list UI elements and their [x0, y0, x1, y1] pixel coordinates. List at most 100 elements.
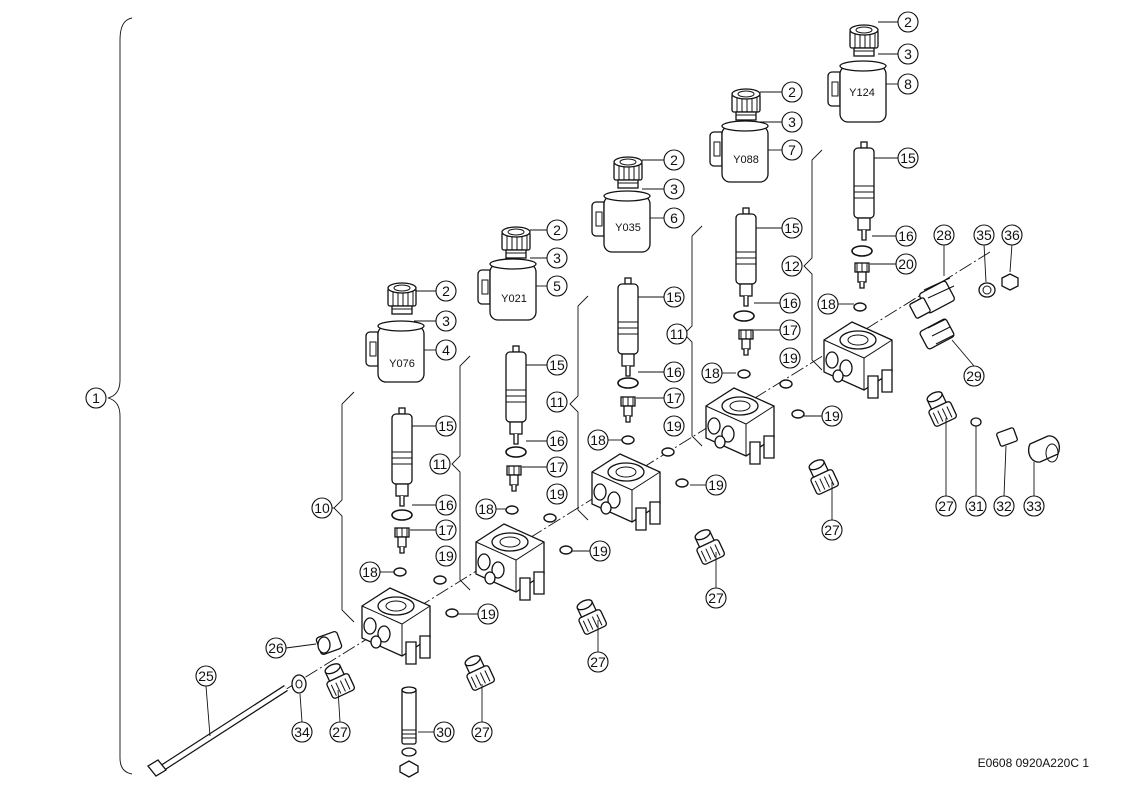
svg-text:4: 4 — [442, 342, 450, 358]
callout-v4-16: 16 — [754, 292, 801, 314]
callout-11b: 11 — [546, 391, 568, 413]
svg-text:18: 18 — [704, 365, 720, 381]
svg-text:19: 19 — [549, 486, 565, 502]
callout-v3-sol: 6 — [650, 207, 685, 229]
callout-v4-27: 27 — [821, 482, 843, 541]
svg-text:18: 18 — [362, 564, 378, 580]
callout-28: 28 — [933, 224, 955, 276]
svg-text:27: 27 — [590, 654, 606, 670]
svg-text:19: 19 — [782, 350, 798, 366]
callout-v2-18: 18 — [475, 498, 506, 520]
svg-text:27: 27 — [708, 590, 724, 606]
callout-v5-27: 27 — [935, 418, 957, 517]
callout-v2-27: 27 — [587, 620, 609, 673]
valve-3: Y035 — [591, 156, 726, 566]
drawing-reference: E0608 0920A220C 1 — [977, 756, 1089, 770]
callout-34: 34 — [291, 693, 313, 743]
svg-text:19: 19 — [708, 477, 724, 493]
svg-text:35: 35 — [976, 227, 992, 243]
svg-text:16: 16 — [438, 497, 454, 513]
svg-text:16: 16 — [549, 433, 565, 449]
callout-v2-3: 3 — [530, 247, 568, 269]
svg-text:3: 3 — [904, 46, 912, 62]
svg-text:28: 28 — [936, 227, 952, 243]
svg-text:5: 5 — [553, 278, 561, 294]
svg-text:19: 19 — [824, 408, 840, 424]
callout-v3-19a: 19 — [663, 415, 685, 437]
callout-v5-18: 18 — [817, 293, 854, 315]
callout-v3-27: 27 — [705, 552, 727, 609]
svg-text:15: 15 — [438, 418, 454, 434]
callout-27-left: 27 — [329, 689, 351, 743]
svg-text:11: 11 — [670, 326, 685, 342]
callout-v4-sol: 7 — [768, 139, 803, 161]
svg-text:2: 2 — [670, 152, 678, 168]
callout-31: 31 — [965, 426, 987, 517]
svg-text:2: 2 — [904, 14, 912, 30]
solenoid-label-y076: Y076 — [389, 358, 415, 370]
callout-v3-19b: 19 — [690, 474, 727, 496]
svg-text:15: 15 — [784, 220, 800, 236]
svg-text:19: 19 — [438, 548, 454, 564]
callout-v4-18: 18 — [701, 362, 736, 384]
svg-text:12: 12 — [784, 258, 800, 274]
svg-text:19: 19 — [480, 606, 496, 622]
callout-v1-3: 3 — [414, 310, 457, 332]
svg-text:36: 36 — [1004, 227, 1020, 243]
solenoid-label-y035: Y035 — [615, 222, 641, 234]
svg-text:19: 19 — [666, 418, 682, 434]
svg-text:15: 15 — [666, 289, 682, 305]
svg-text:6: 6 — [670, 210, 678, 226]
callout-v1-16: 16 — [412, 494, 457, 516]
end-fittings — [909, 273, 1061, 463]
bracket-11b — [569, 295, 589, 521]
svg-text:30: 30 — [436, 724, 452, 740]
valve-5: Y124 — [823, 24, 958, 428]
solenoid-label-y124: Y124 — [849, 87, 875, 99]
svg-text:2: 2 — [553, 222, 561, 238]
svg-text:11: 11 — [550, 394, 565, 410]
svg-text:33: 33 — [1026, 498, 1042, 514]
svg-text:16: 16 — [898, 228, 914, 244]
callout-32: 32 — [993, 445, 1015, 517]
assembly-bracket — [107, 17, 133, 775]
svg-text:27: 27 — [474, 724, 490, 740]
callout-v4-3: 3 — [760, 111, 803, 133]
callout-v5-16: 16 — [872, 225, 917, 247]
callout-v2-sol: 5 — [536, 275, 568, 297]
svg-text:26: 26 — [268, 640, 284, 656]
svg-text:18: 18 — [590, 432, 606, 448]
callout-v3-17: 17 — [636, 387, 685, 409]
svg-text:20: 20 — [898, 256, 914, 272]
callout-v1-15: 15 — [412, 415, 457, 437]
svg-text:19: 19 — [592, 543, 608, 559]
callout-33: 33 — [1023, 462, 1045, 517]
callout-10: 10 — [311, 497, 334, 519]
callout-11a: 11 — [429, 453, 451, 475]
callout-v3-15: 15 — [638, 286, 685, 308]
svg-text:17: 17 — [666, 390, 682, 406]
callout-25: 25 — [195, 665, 217, 737]
callout-v4-15: 15 — [756, 217, 803, 239]
svg-text:32: 32 — [996, 498, 1012, 514]
callout-v2-19b: 19 — [572, 540, 611, 562]
svg-text:15: 15 — [900, 150, 916, 166]
svg-text:27: 27 — [824, 522, 840, 538]
callout-v5-2: 2 — [878, 11, 919, 33]
svg-text:3: 3 — [442, 313, 450, 329]
callout-v3-16: 16 — [638, 361, 685, 383]
valve-4: Y088 — [705, 88, 840, 496]
callout-v2-2: 2 — [530, 219, 568, 241]
bracket-12 — [803, 149, 823, 371]
svg-text:3: 3 — [553, 250, 561, 266]
callout-v4-19a: 19 — [779, 347, 801, 369]
svg-text:8: 8 — [904, 76, 912, 92]
svg-text:27: 27 — [938, 498, 954, 514]
callout-v1-2: 2 — [416, 280, 457, 302]
svg-text:17: 17 — [549, 459, 565, 475]
svg-text:2: 2 — [442, 283, 450, 299]
callout-v3-2: 2 — [642, 149, 685, 171]
callout-v3-18: 18 — [587, 429, 622, 451]
callout-v5-15: 15 — [874, 147, 919, 169]
svg-text:18: 18 — [478, 501, 494, 517]
